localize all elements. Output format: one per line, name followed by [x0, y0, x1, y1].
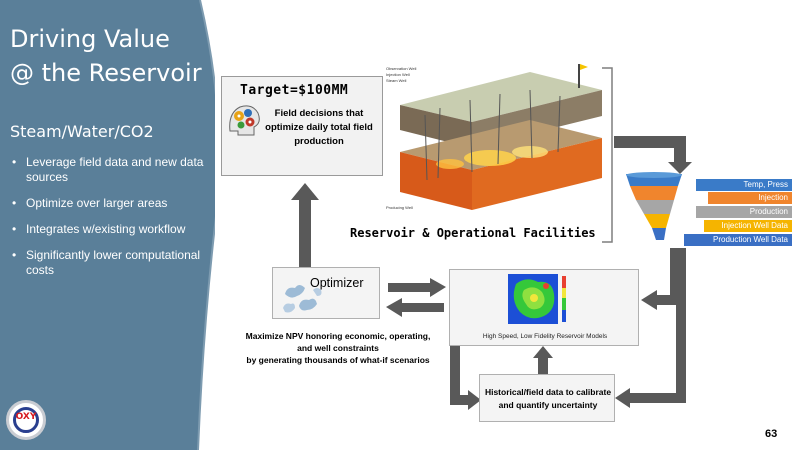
funnel-item-production: Production — [696, 206, 792, 218]
target-description: Field decisions that optimize daily tota… — [265, 108, 373, 147]
reservoir-model-box: High Speed, Low Fidelity Reservoir Model… — [449, 269, 639, 346]
target-title: Target=$100MM — [240, 83, 349, 98]
note-line-3: by generating thousands of what-if scena… — [246, 355, 430, 365]
title-line-1: Driving Value — [10, 25, 170, 53]
bullet-list: Leverage field data and new data sources… — [10, 155, 210, 289]
bullet-item: Integrates w/existing workflow — [10, 222, 210, 237]
note-line-2: and well constraints — [297, 343, 379, 353]
arrow-optimizer-to-target — [291, 183, 319, 267]
logo-text: OXY — [15, 412, 37, 422]
reservoir-block — [400, 64, 602, 210]
optimizer-cloud-icon — [283, 285, 322, 313]
arrow-model-to-history — [450, 346, 481, 410]
bullet-item: Optimize over larger areas — [10, 196, 210, 211]
arrow-history-to-model — [533, 346, 553, 374]
historical-data-box: Historical/field data to calibrate and q… — [479, 374, 615, 422]
funnel-shape — [626, 172, 682, 240]
target-box: Target=$100MM Field decisions that optim… — [221, 76, 383, 176]
optimizer-box: Optimizer — [272, 267, 380, 319]
slide-title: Driving Value @ the Reservoir — [10, 22, 210, 90]
page-number: 63 — [765, 428, 778, 440]
funnel-item-injection: Injection — [708, 192, 792, 204]
logo-ring — [13, 407, 39, 433]
legend-steam-well: Steam Well — [386, 78, 407, 83]
model-label: High Speed, Low Fidelity Reservoir Model… — [482, 333, 608, 340]
bullet-item: Significantly lower computational costs — [10, 248, 210, 278]
company-logo: OXY — [6, 400, 46, 440]
reservoir-caption: Reservoir & Operational Facilities — [350, 226, 596, 240]
slide-subtitle: Steam/Water/CO2 — [10, 122, 154, 141]
model-heatmap-image — [508, 274, 566, 324]
arrow-model-to-optimizer — [386, 298, 444, 317]
brain-gears-icon — [229, 105, 260, 136]
funnel-item-temp-press: Temp, Press — [696, 179, 792, 191]
title-line-2: @ the Reservoir — [10, 59, 202, 87]
historical-label: Historical/field data to calibrate and q… — [484, 387, 612, 410]
arrow-funnel-to-model — [641, 248, 680, 310]
bullet-item: Leverage field data and new data sources — [10, 155, 210, 185]
legend-observation-well: Observation Well — [386, 66, 417, 71]
left-panel: Driving Value @ the Reservoir Steam/Wate… — [0, 0, 215, 450]
legend-injection-well: Injection Well — [386, 72, 410, 77]
note-line-1: Maximize NPV honoring economic, operatin… — [245, 331, 431, 341]
funnel-item-injection-well-data: Injection Well Data — [704, 220, 792, 232]
legend-producing-well: Producing Well — [386, 205, 413, 210]
optimizer-label: Optimizer — [310, 276, 364, 290]
arrow-reservoir-to-funnel — [614, 136, 692, 174]
reservoir-illustration: Observation Well Injection Well Steam We… — [380, 60, 605, 220]
arrow-optimizer-to-model — [388, 278, 446, 297]
data-funnel: Temp, Press Injection Production Injecti… — [620, 172, 792, 248]
optimizer-note: Maximize NPV honoring economic, operatin… — [238, 330, 438, 366]
funnel-item-production-well-data: Production Well Data — [684, 234, 792, 246]
